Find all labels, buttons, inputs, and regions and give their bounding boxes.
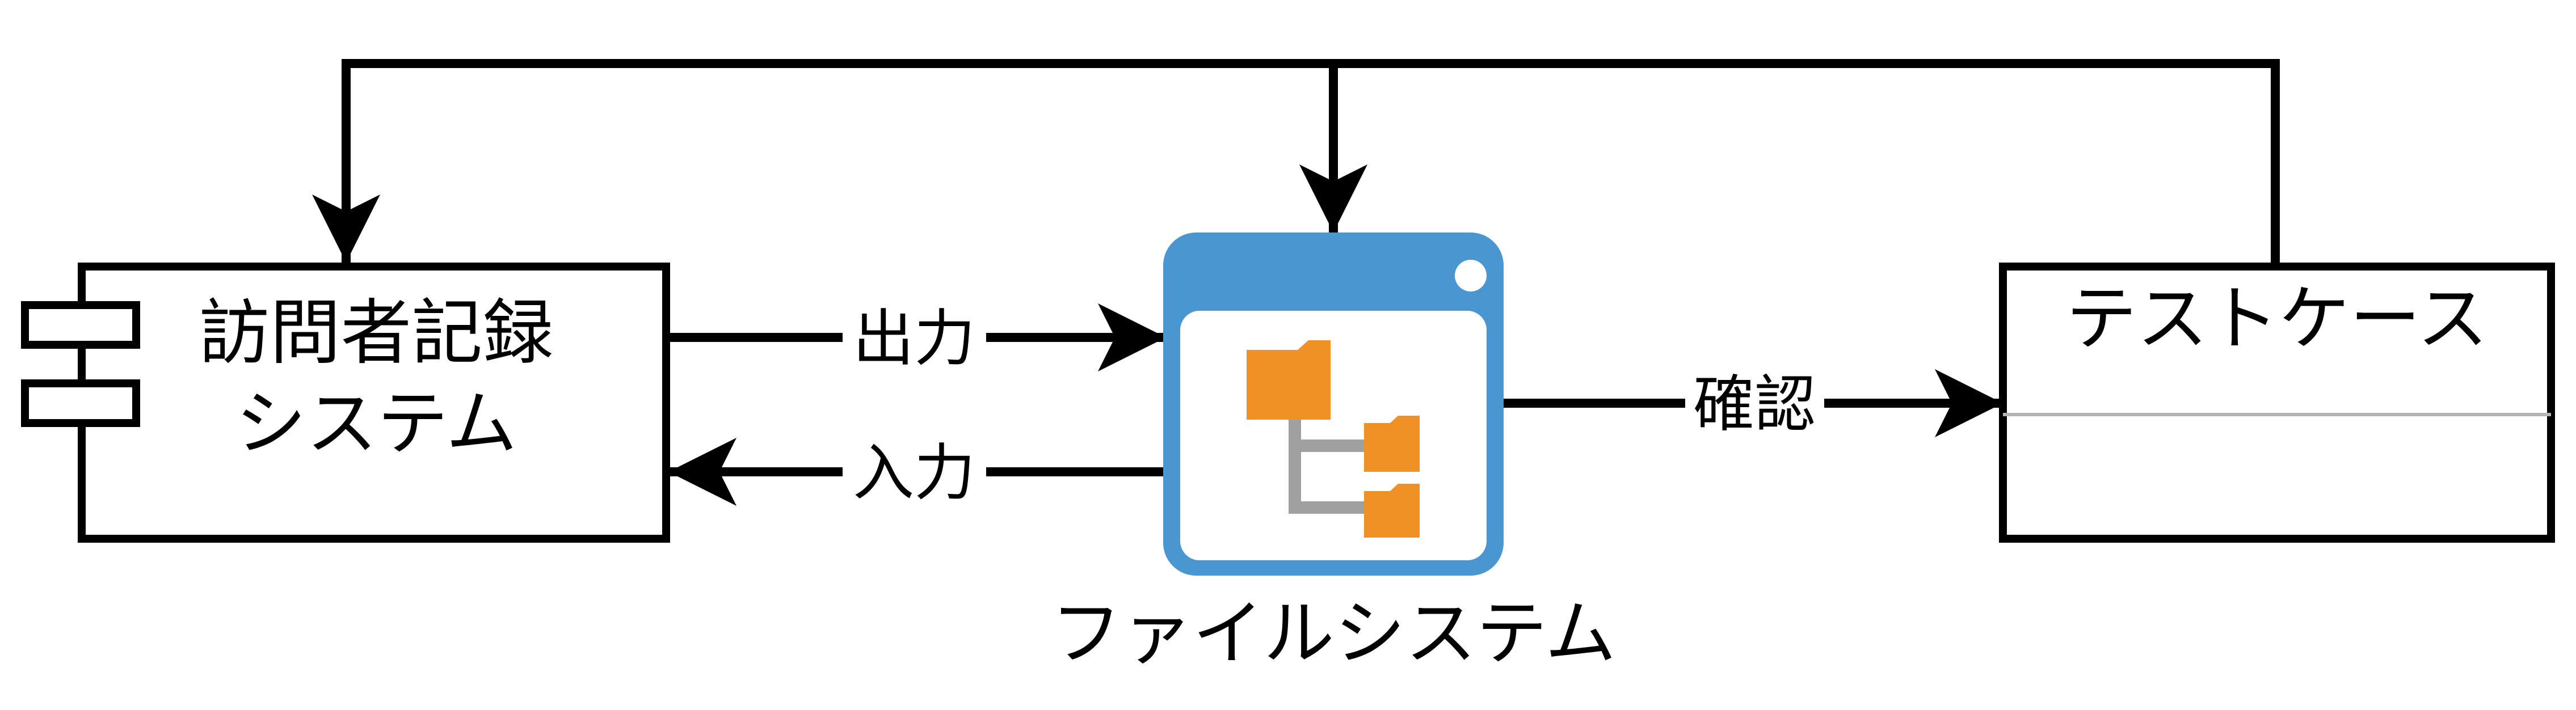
input-edge: 入力 — [668, 438, 1166, 509]
file-system-window-pane — [1180, 311, 1487, 560]
visitor-system-label-line2: システム — [235, 383, 517, 465]
file-system-icon: ファイルシステム — [1051, 233, 1616, 675]
visitor-system-label-line1: 訪問者記録 — [199, 292, 554, 374]
folder-tree-icon — [1247, 340, 1420, 538]
confirm-edge: 確認 — [1504, 369, 2003, 440]
child-folder-bottom-icon — [1364, 484, 1420, 538]
root-folder-icon — [1247, 340, 1331, 420]
window-button-icon — [1455, 260, 1487, 291]
input-label: 入力 — [853, 438, 975, 509]
output-label: 出力 — [853, 303, 975, 374]
component-tab-lower-icon — [21, 379, 140, 427]
visitor-system-component: 訪問者記録 システム — [21, 263, 670, 543]
feedback-connector — [312, 59, 2280, 264]
child-folder-top-icon — [1364, 416, 1420, 472]
test-case-label: テストケース — [2066, 278, 2488, 360]
feedback-line-main — [312, 59, 2280, 264]
test-case-box — [1999, 263, 2555, 543]
file-system-label: ファイルシステム — [1051, 593, 1616, 675]
component-tab-upper-icon — [21, 301, 140, 349]
confirm-label: 確認 — [1693, 369, 1816, 440]
test-case-component: テストケース — [1999, 263, 2555, 543]
output-edge: 出力 — [666, 303, 1166, 374]
